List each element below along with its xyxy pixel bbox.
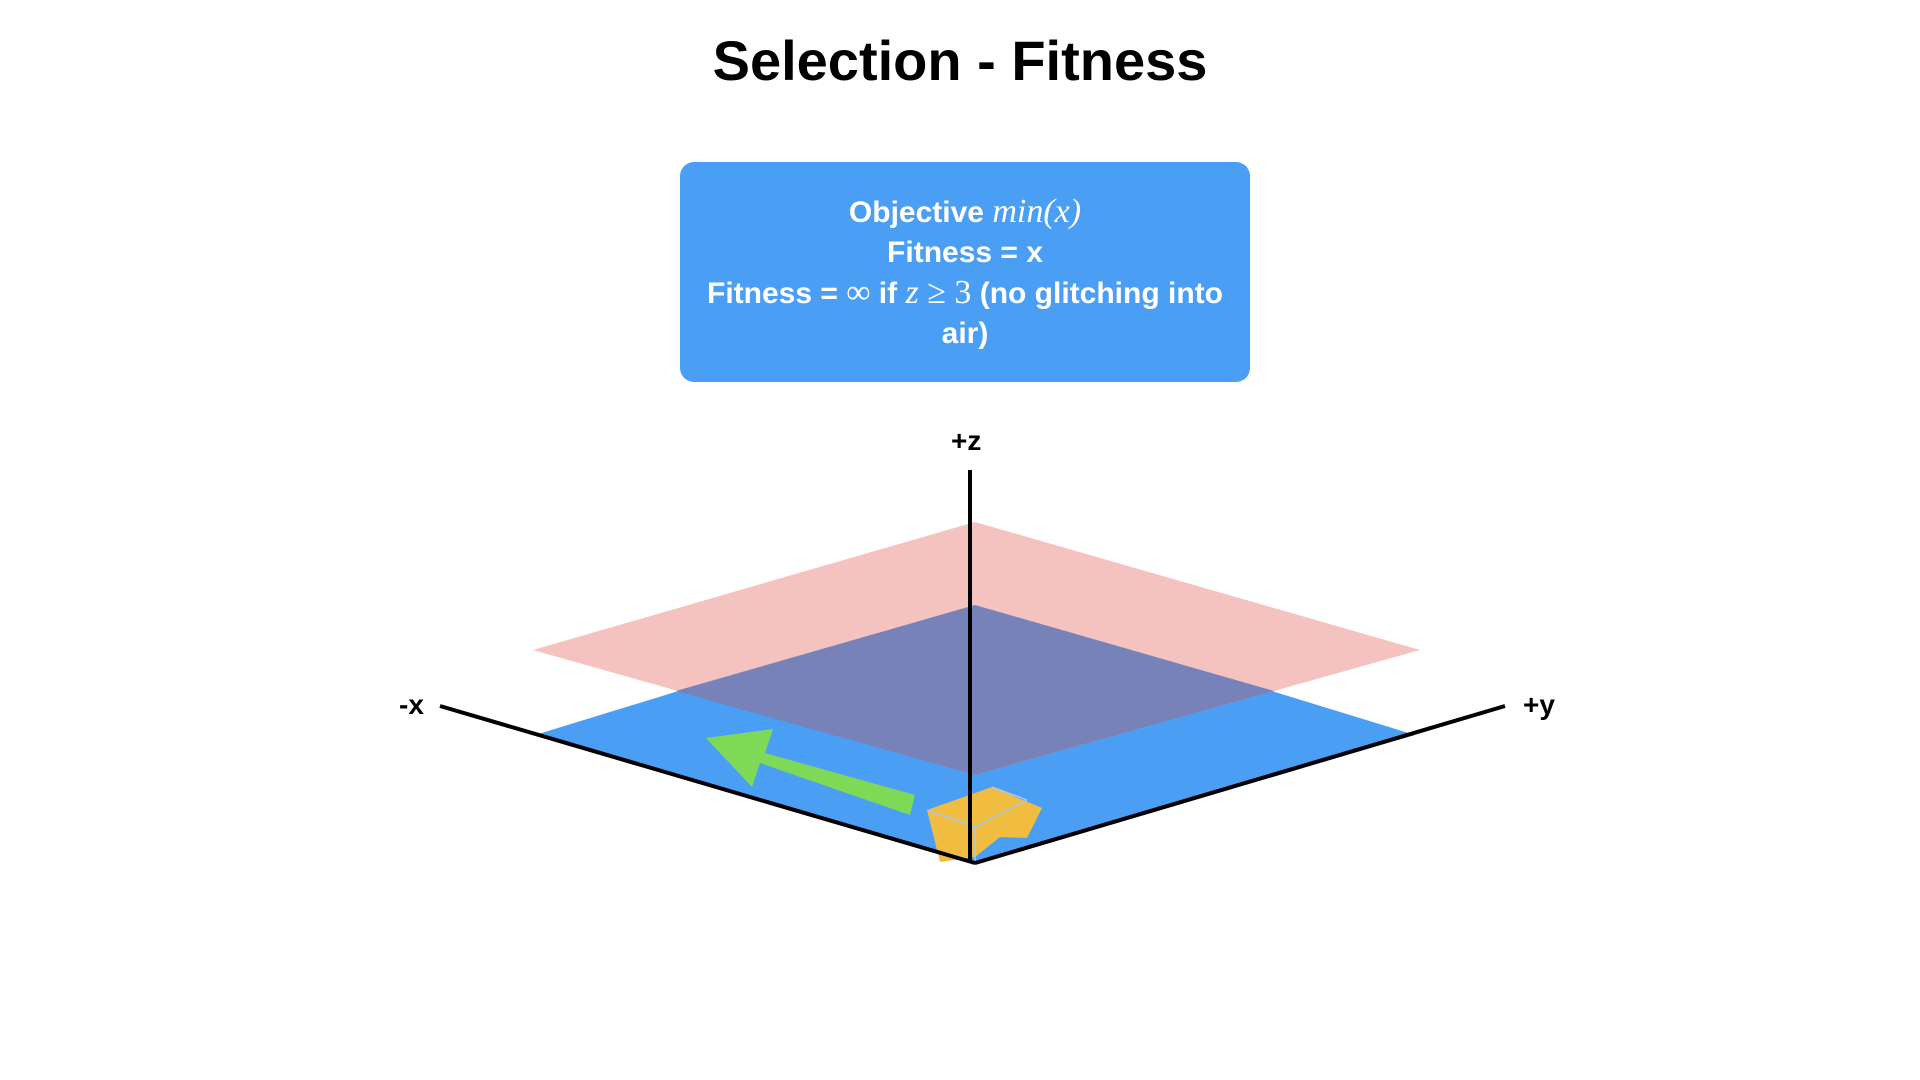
- pos-y-label: +y: [1523, 689, 1555, 720]
- green-arrow-icon: [706, 729, 915, 815]
- constraint-prefix: Fitness =: [707, 277, 847, 310]
- constraint-line: Fitness = ∞ if z ≥ 3 (no glitching into …: [684, 273, 1246, 354]
- neg-x-axis: [439, 704, 976, 865]
- yellow-cube-icon: [926, 786, 1042, 862]
- overlap-region: [676, 605, 1274, 775]
- objective-math-min: min: [992, 193, 1044, 230]
- constraint-ge-3: ≥ 3: [918, 274, 972, 311]
- pos-z-label: +z: [951, 425, 981, 456]
- constraint-if: if: [870, 277, 906, 310]
- objective-label: Objective: [848, 196, 993, 229]
- neg-x-label: -x: [399, 689, 424, 720]
- objective-box: Objective min(x) Fitness = x Fitness = ∞…: [680, 162, 1250, 382]
- fitness-line: Fitness = x: [887, 236, 1043, 269]
- infinity-symbol: ∞: [846, 274, 871, 311]
- slide-title: Selection - Fitness: [712, 29, 1208, 92]
- objective-line: Objective min(x): [684, 192, 1246, 233]
- objective-math-arg: (x): [1043, 193, 1082, 230]
- pos-y-axis: [974, 704, 1506, 865]
- constraint-z: z: [905, 274, 919, 311]
- constraint-suffix: (no glitching into air): [941, 277, 1223, 350]
